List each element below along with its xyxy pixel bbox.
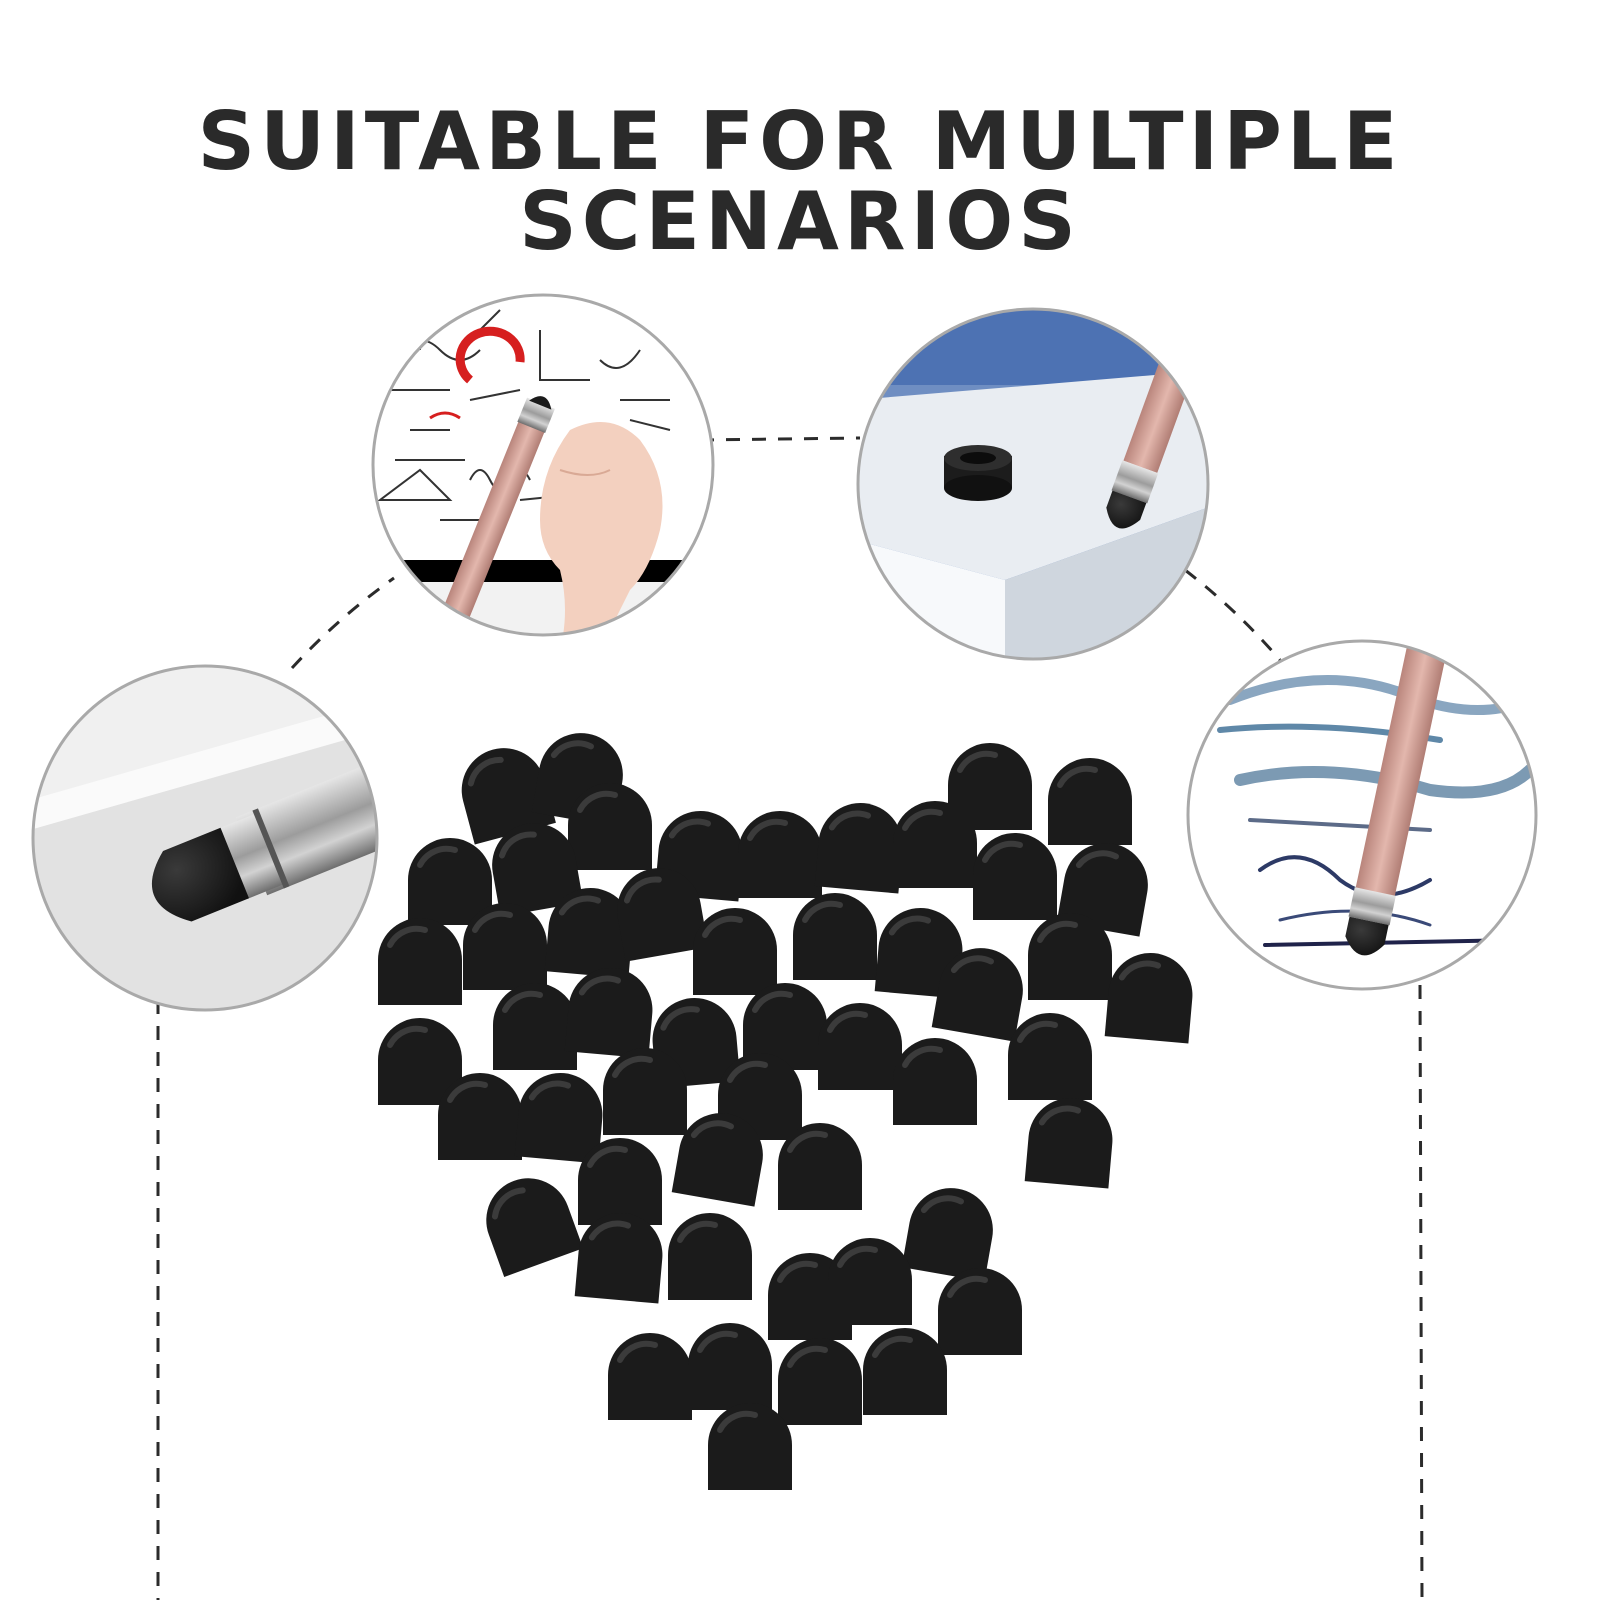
stylus-tip xyxy=(574,1213,663,1304)
stylus-tip-closeup-icon xyxy=(33,666,377,1010)
dashed-connector-line xyxy=(156,436,1424,1600)
stylus-tip xyxy=(708,1403,792,1490)
stylus-tip xyxy=(973,833,1057,920)
stylus-tip xyxy=(688,1323,772,1410)
stylus-closeup-scene xyxy=(31,664,379,1012)
stylus-tip xyxy=(1104,953,1193,1044)
stylus-tip xyxy=(1008,1013,1092,1100)
drawing-on-tablet-scene xyxy=(371,293,715,637)
stylus-tip xyxy=(492,823,584,917)
stylus-tip xyxy=(617,868,709,962)
stylus-tip xyxy=(671,1113,763,1207)
stylus-tip xyxy=(544,888,633,979)
stylus-tip xyxy=(828,1238,912,1325)
page-title: SUITABLE FOR MULTIPLE SCENARIOS xyxy=(197,95,1403,268)
stylus-tip xyxy=(938,1268,1022,1355)
stylus-tip xyxy=(931,948,1023,1042)
stylus-tip xyxy=(874,908,963,999)
stylus-tip xyxy=(463,903,547,990)
stylus-tip xyxy=(778,1123,862,1210)
stylus-tip xyxy=(603,1048,687,1135)
stylus-tip xyxy=(738,811,822,898)
stylus-tip xyxy=(578,1138,662,1225)
stylus-tip xyxy=(668,1213,752,1300)
stylus-on-math-board-icon xyxy=(373,295,713,635)
stylus-tip xyxy=(743,983,827,1070)
stylus-tip xyxy=(1056,843,1148,937)
stylus-tip xyxy=(1024,1098,1113,1189)
stylus-tip xyxy=(378,918,462,1005)
stylus-tip xyxy=(948,743,1032,830)
stylus-tip xyxy=(493,983,577,1070)
stylus-tip xyxy=(814,803,903,894)
stylus-tip xyxy=(793,893,877,980)
stylus-tip xyxy=(608,1333,692,1420)
rubber-stylus-tips-pile-icon xyxy=(378,733,1193,1490)
sketching-lines-scene xyxy=(1186,639,1538,991)
stylus-tip xyxy=(693,908,777,995)
stylus-tip xyxy=(901,1188,993,1282)
stylus-tip xyxy=(863,1328,947,1415)
stylus-tip xyxy=(461,748,556,845)
stylus-tip xyxy=(893,1038,977,1125)
stylus-tip xyxy=(564,968,653,1059)
stylus-tip xyxy=(514,1073,603,1164)
stylus-tip xyxy=(438,1073,522,1160)
stylus-tip xyxy=(568,783,652,870)
stylus-drawing-lines-icon xyxy=(1188,641,1536,989)
stylus-tip xyxy=(1028,913,1112,1000)
stylus-tip xyxy=(486,1178,584,1277)
stylus-tip xyxy=(408,838,492,925)
stylus-tip xyxy=(818,1003,902,1090)
stylus-tip xyxy=(1048,758,1132,845)
tip-on-desk-scene xyxy=(856,307,1210,661)
stylus-tip xyxy=(778,1338,862,1425)
stylus-tip xyxy=(378,1018,462,1105)
